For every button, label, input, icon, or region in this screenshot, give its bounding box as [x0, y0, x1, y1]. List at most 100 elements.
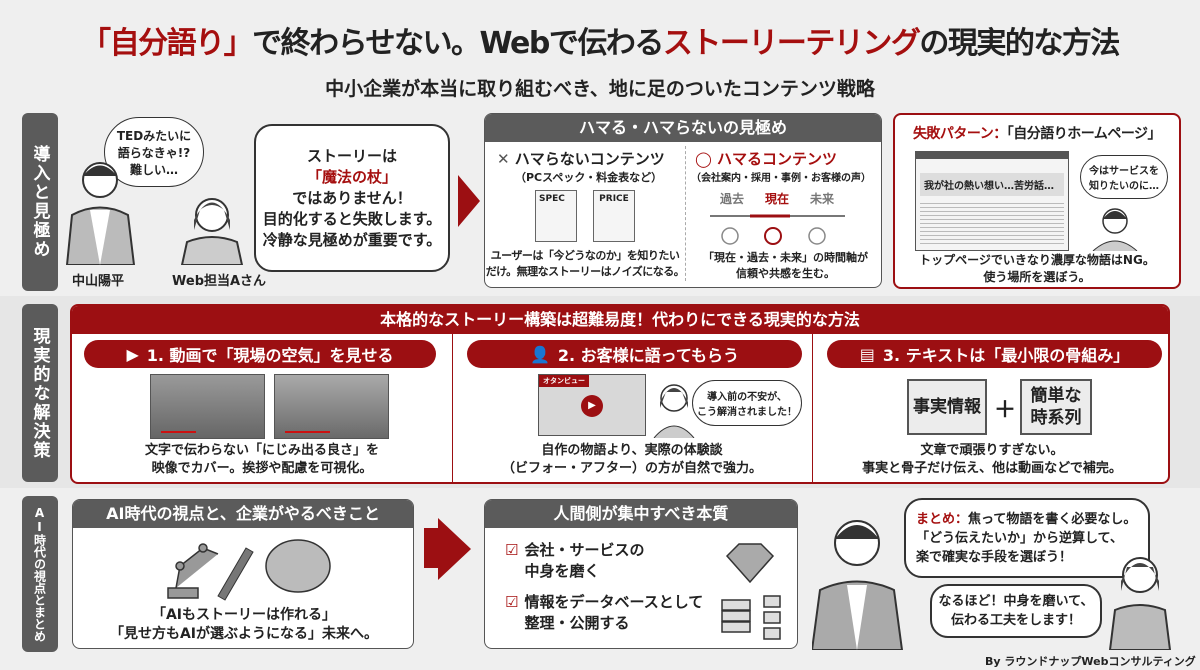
panel-header: ハマる・ハマらないの見極め — [485, 114, 881, 142]
focus-item: ☑ 会社・サービスの 中身を磨く — [505, 540, 644, 582]
bubble-line: ではありません！ — [292, 188, 412, 207]
person-name: Web担当Aさん — [172, 274, 267, 289]
section-label-intro: 導入と見極め — [22, 113, 58, 291]
main-speech-bubble: ストーリーは 「魔法の杖」 ではありません！ 目的化すると失敗します。 冷静な見… — [254, 124, 450, 272]
title-part: で終わらせない。Webで伝わる — [252, 26, 664, 61]
diamond-icon — [725, 543, 775, 584]
ng-subtitle: （PCスペック・料金表など） — [515, 171, 663, 184]
webpage-headline: 我が社の熱い想い…苦労話… — [920, 173, 1064, 196]
bubble-line: 目的化すると失敗します。 — [262, 209, 442, 228]
summary-text: 「どう伝えたいか」から逆算して、 楽で確実な手段を選ぼう！ — [916, 530, 1123, 565]
subtitle: 中小企業が本当に取り組むべき、地に足のついたコンテンツ戦略 — [325, 78, 875, 100]
method-title: 1. 動画で「現場の空気」を見せる — [146, 346, 394, 365]
plus-icon: ＋ — [994, 398, 1017, 423]
brain-icon — [265, 539, 331, 593]
circle-icon: ◯ — [695, 150, 718, 168]
bubble-line: ストーリーは — [306, 146, 397, 165]
method-2-header: 👤 2. お客様に語ってもらう — [467, 340, 802, 368]
failure-caption: トップページでいきなり濃厚な物語はNG。 使う場所を選ぼう。 — [919, 253, 1155, 284]
method-1-header: ▶ 1. 動画で「現場の空気」を見せる — [84, 340, 436, 368]
focus-item-text: 会社・サービスの 中身を磨く — [524, 541, 645, 580]
checkbox-icon: ☑ — [505, 593, 519, 611]
thought-bubble: TEDみたいに 語らなきゃ!? 難しい… — [104, 117, 204, 187]
solutions-header: 本格的なストーリー構築は超難易度！代わりにできる現実的な方法 — [72, 306, 1168, 334]
summary-text: 焦って物語を書く必要なし。 — [968, 511, 1137, 527]
dense-text — [920, 200, 1064, 244]
video-icon: ▶ — [126, 344, 139, 364]
failure-label: 失敗パターン： — [912, 126, 1007, 142]
page-title: 「自分語り」で終わらせない。Webで伝わるストーリーテリングの現実的な方法 — [0, 18, 1200, 62]
ng-title: ✕ ハマらないコンテンツ — [497, 148, 665, 169]
ok-caption: 「現在・過去・未来」の時間軸が 信頼や共感を生む。 — [703, 251, 868, 280]
characters-illustration — [65, 162, 244, 265]
solutions-panel: 本格的なストーリー構築は超難易度！代わりにできる現実的な方法 ▶ 1. 動画で「現… — [70, 304, 1170, 484]
database-icon — [721, 595, 781, 640]
arrow-icon — [458, 175, 480, 227]
man-figure — [65, 162, 136, 265]
method-caption: 自作の物語より、実際の体験談 （ビフォー・アフター）の方が自然で強力。 — [501, 443, 762, 476]
summary-bubble: まとめ：焦って物語を書く必要なし。 「どう伝えたいか」から逆算して、 楽で確実な… — [904, 498, 1150, 578]
customer-figure — [653, 384, 695, 438]
person-name: 中山陽平 — [72, 274, 125, 289]
ok-title: ◯ ハマるコンテンツ — [695, 148, 837, 169]
play-icon[interactable]: ▶ — [581, 395, 603, 417]
web-staff-figure — [1108, 557, 1172, 650]
arrow-icon — [438, 518, 471, 580]
section-label-ai: AI時代の視点とまとめ — [22, 496, 58, 652]
cross-icon: ✕ — [497, 150, 515, 168]
divider — [452, 334, 453, 482]
woman-figure — [180, 198, 244, 265]
timeline-past: 過去 — [720, 192, 745, 206]
title-part: 「自分語り」 — [81, 26, 254, 61]
video-progress — [285, 431, 330, 433]
divider — [812, 334, 813, 482]
method-caption: 文章で頑張りすぎない。 事実と骨子だけ伝え、他は動画などで補完。 — [862, 443, 1122, 476]
arrow-shaft — [424, 528, 438, 568]
fact-info-box: 事実情報 — [907, 379, 987, 435]
ok-subtitle: （会社案内・採用・事例・お客様の声） — [691, 173, 871, 184]
divider — [685, 146, 686, 281]
focus-item: ☑ 情報をデータベースとして 整理・公開する — [505, 592, 703, 634]
failure-name: 「自分語りホームページ」 — [1006, 126, 1162, 142]
ng-caption: ユーザーは「今どうなのか」を知りたい だけ。無理なストーリーはノイズになる。 — [485, 249, 685, 278]
summary-label: まとめ： — [916, 511, 969, 527]
failure-title: 失敗パターン：「自分語りホームページ」 — [899, 123, 1175, 143]
interview-video[interactable]: オタンビュー ▶ — [538, 374, 646, 436]
robot-arm-icon — [167, 543, 219, 599]
document-icon: ▤ — [859, 344, 875, 364]
bubble-line: 「魔法の杖」 — [306, 167, 397, 186]
video-thumbnail[interactable] — [274, 374, 389, 439]
fit-judgement-panel: ハマる・ハマらないの見極め ✕ ハマらないコンテンツ （PCスペック・料金表など… — [484, 113, 882, 288]
ai-perspective-panel: AI時代の視点と、企業がやるべきこと 「AIもストーリーは作れる」 「見せ方もA… — [72, 499, 414, 649]
ok-title-text: ハマるコンテンツ — [717, 150, 838, 168]
spec-doc-icon: SPEC — [535, 190, 577, 242]
reply-bubble: なるほど！中身を磨いて、 伝わる工夫をします！ — [930, 584, 1102, 638]
method-title: 2. お客様に語ってもらう — [557, 346, 740, 365]
timeline-smiles-icon — [710, 214, 845, 245]
human-focus-panel: 人間側が集中すべき本質 ☑ 会社・サービスの 中身を磨く ☑ 情報をデータベースとし… — [484, 499, 798, 649]
customer-speech-bubble: 導入前の不安が、 こう解消されました！ — [692, 380, 802, 426]
failure-pattern-panel: 失敗パターン：「自分語りホームページ」 我が社の熱い想い…苦労話… 今はサービス… — [893, 113, 1181, 289]
method-3-header: ▤ 3. テキストは「最小限の骨組み」 — [827, 340, 1162, 368]
panel-header: 人間側が集中すべき本質 — [485, 500, 797, 528]
video-thumbnail[interactable] — [150, 374, 265, 439]
diamond-database-icon — [721, 543, 781, 640]
checkbox-icon: ☑ — [505, 541, 519, 559]
customer-chat-icon: 👤 — [529, 344, 550, 364]
method-caption: 文字で伝わらない「にじみ出る良さ」を 映像でカバー。挨拶や配慮を可視化。 — [144, 443, 379, 476]
video-progress — [161, 431, 196, 433]
thought-bubble: 今はサービスを 知りたいのに… — [1080, 155, 1168, 199]
panel-header: AI時代の視点と、企業がやるべきこと — [73, 500, 413, 528]
timeline-box: 簡単な 時系列 — [1020, 379, 1092, 435]
browser-bar — [916, 152, 1068, 159]
timeline-future: 未来 — [810, 192, 835, 206]
credit: By ラウンドナップWebコンサルティング — [985, 655, 1196, 668]
video-tag: オタンビュー — [539, 375, 589, 387]
consultant-figure — [812, 520, 904, 650]
ng-title-text: ハマらないコンテンツ — [514, 150, 665, 168]
webpage-mock: 我が社の熱い想い…苦労話… — [915, 151, 1069, 251]
pen-icon — [217, 547, 254, 601]
section-label-solutions: 現実的な解決策 — [22, 304, 58, 482]
method-title: 3. テキストは「最小限の骨組み」 — [882, 346, 1130, 365]
focus-item-text: 情報をデータベースとして 整理・公開する — [524, 593, 704, 632]
